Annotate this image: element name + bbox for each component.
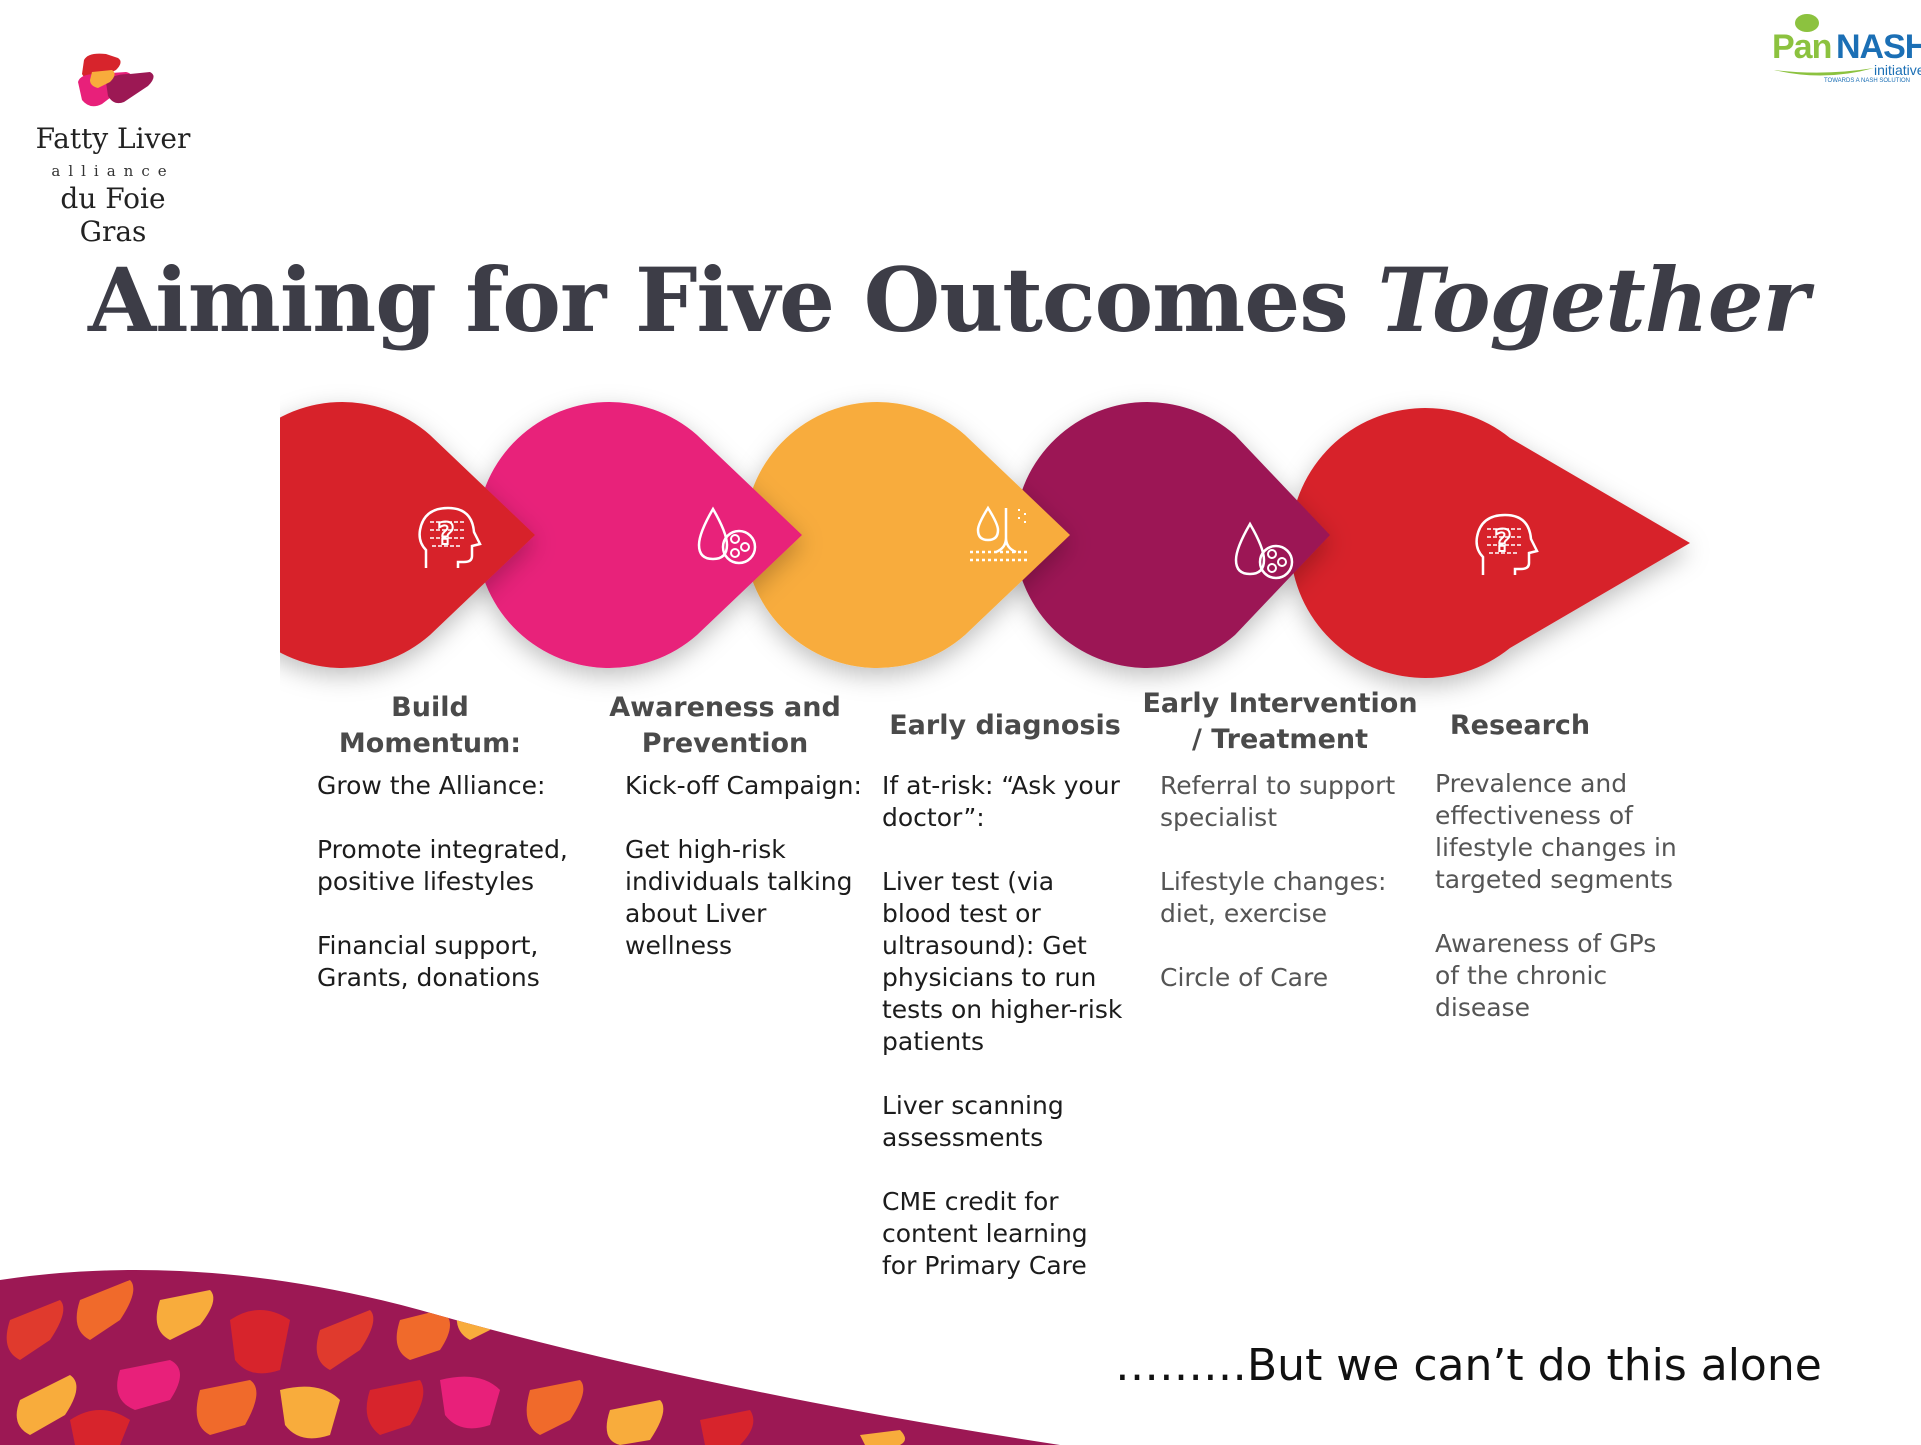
list-item: CME credit for content learning for Prim…: [882, 1187, 1088, 1280]
pannash-logo: Pan NASH initiative TOWARDS A NASH SOLUT…: [1772, 10, 1921, 90]
pannash-tagline: TOWARDS A NASH SOLUTION: [1824, 78, 1911, 84]
list-item: Financial support, Grants, donations: [317, 931, 540, 992]
list-item: Liver scanning assessments: [882, 1091, 1064, 1152]
outcome-heading: Research: [1449, 710, 1591, 741]
outcome-early-diagnosis: Early diagnosis: [885, 708, 1125, 744]
drop-research: [1290, 408, 1690, 678]
outcome-items-early-intervention: Referral to support specialist Lifestyle…: [1160, 770, 1400, 1026]
drop-awareness: [476, 402, 802, 668]
list-item: Prevalence and effectiveness of lifestyl…: [1435, 769, 1677, 894]
title-italic: Together: [1377, 248, 1809, 352]
pannash-pan: Pan: [1772, 28, 1832, 66]
outcome-heading: Early Intervention / Treatment: [1142, 688, 1418, 755]
outcome-awareness-prevention: Awareness and Prevention: [605, 690, 845, 762]
pannash-nash: NASH: [1836, 28, 1921, 66]
confetti-shapes: [6, 1280, 905, 1445]
outcome-items-awareness: Kick-off Campaign: Get high-risk individ…: [625, 770, 865, 994]
outcome-research: Research: [1420, 708, 1620, 744]
fatty-liver-alliance-logo: Fatty Liver alliance du Foie Gras: [28, 52, 198, 248]
alliance-logo-mark-icon: [78, 53, 154, 107]
leaf-icon: [1795, 14, 1819, 32]
list-item: Circle of Care: [1160, 963, 1329, 992]
logo-line-alliance: alliance: [51, 162, 175, 180]
outcome-heading: Early diagnosis: [889, 710, 1121, 741]
outcome-early-intervention: Early Intervention / Treatment: [1135, 686, 1425, 758]
drop-build-momentum: [280, 402, 535, 668]
decorative-wave: [0, 1270, 1060, 1445]
list-item: Referral to support specialist: [1160, 771, 1396, 832]
page-title: Aiming for Five Outcomes Together: [88, 248, 1809, 352]
list-item: Awareness of GPs of the chronic disease: [1435, 929, 1657, 1022]
list-item: If at-risk: “Ask your doctor”:: [882, 771, 1120, 832]
outcome-heading: Awareness and Prevention: [609, 692, 841, 759]
list-item: Lifestyle changes: diet, exercise: [1160, 867, 1387, 928]
drop-early-diagnosis: [744, 402, 1070, 668]
outcome-items-research: Prevalence and effectiveness of lifestyl…: [1435, 768, 1685, 1056]
list-item: Promote integrated, positive lifestyles: [317, 835, 568, 896]
outcome-build-momentum: Build Momentum:: [300, 690, 560, 762]
logo-line-du-foie-gras: du Foie Gras: [60, 182, 166, 248]
pannash-initiative: initiative: [1874, 62, 1921, 78]
logo-line-fatty-liver: Fatty Liver: [35, 122, 191, 155]
list-item: Kick-off Campaign:: [625, 771, 862, 800]
list-item: Get high-risk individuals talking about …: [625, 835, 853, 960]
outcome-items-early-diagnosis: If at-risk: “Ask your doctor”: Liver tes…: [882, 770, 1127, 1314]
title-main: Aiming for Five Outcomes: [88, 248, 1378, 352]
list-item: Liver test (via blood test or ultrasound…: [882, 867, 1123, 1056]
list-item: Grow the Alliance:: [317, 771, 546, 800]
swoosh-icon: [1774, 68, 1874, 76]
outcome-heading: Build Momentum:: [338, 692, 522, 759]
closing-tagline: ………But we can’t do this alone: [1115, 1340, 1822, 1391]
outcomes-drops: ?: [280, 402, 1690, 678]
outcome-items-build-momentum: Grow the Alliance: Promote integrated, p…: [317, 770, 587, 1026]
drop-early-intervention: [1014, 402, 1330, 668]
